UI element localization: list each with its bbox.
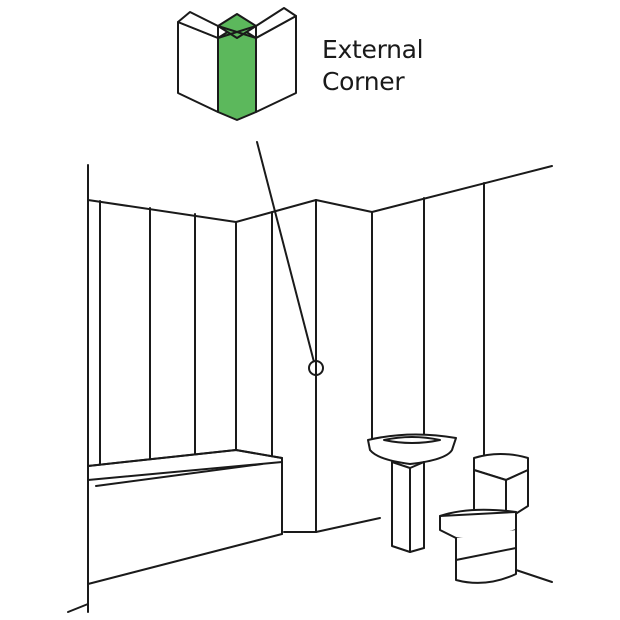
bathtub-icon bbox=[87, 449, 283, 585]
callout-label: External Corner bbox=[322, 34, 472, 98]
callout-label-line1: External bbox=[322, 35, 424, 64]
pedestal-sink-icon bbox=[367, 433, 457, 553]
wall-panels bbox=[99, 182, 485, 537]
toilet-icon bbox=[439, 453, 529, 584]
callout-label-line2: Corner bbox=[322, 67, 405, 96]
external-corner-trim-icon bbox=[177, 7, 297, 121]
callout-pointer bbox=[256, 141, 324, 376]
